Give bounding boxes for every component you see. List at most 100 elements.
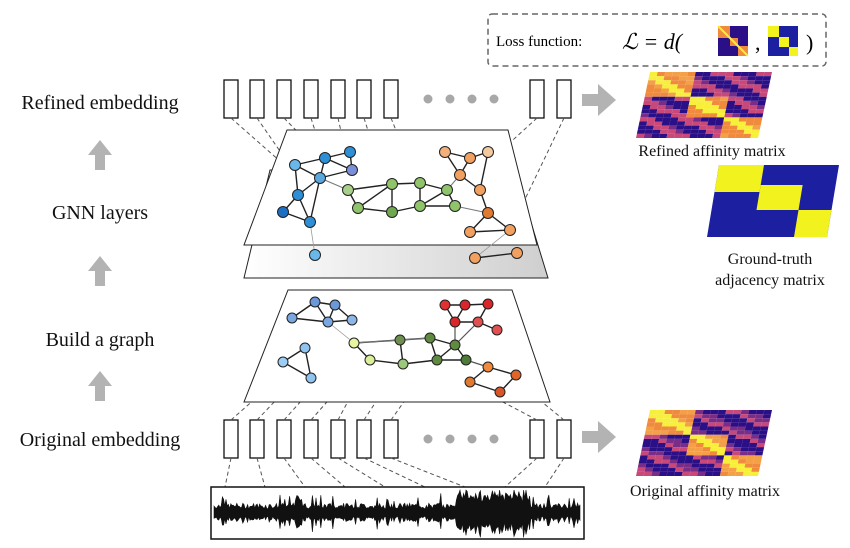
label-build-graph: Build a graph [46,329,155,351]
matrix-cell [678,451,687,456]
matrix-cell [689,133,698,138]
matrix-cell [694,72,704,77]
matrix-cell [644,92,654,97]
matrix-cell [689,471,698,476]
matrix-cell [755,72,765,77]
matrix-cell [750,471,759,476]
matrix-cell [756,105,765,110]
label-refined-embedding: Refined embedding [21,92,178,114]
matrix-cell [660,430,669,435]
matrix-cell [727,471,736,476]
matrix-cell [636,471,645,476]
matrix-cell [729,426,738,431]
matrix-cell [718,105,727,110]
matrix-cell [713,129,722,134]
matrix-cell [750,96,760,101]
matrix-cell [755,414,764,419]
matrix-cell [647,418,656,423]
matrix-cell [748,72,757,77]
build-graph-plane [243,289,551,403]
matrix-cell [749,438,759,443]
graph-edge [309,177,321,223]
matrix-cell [677,117,687,122]
matrix-cell [650,438,660,443]
graph-node [346,164,358,176]
matrix-cell [669,459,678,464]
matrix-cell [715,422,724,427]
matrix-cell [711,438,721,443]
matrix-cell [740,410,750,415]
matrix-cell [675,467,684,472]
matrix-cell [742,100,751,105]
matrix-cell [702,410,711,415]
graph-node [342,184,354,196]
matrix-cell [693,80,702,85]
matrix-cell [699,426,708,431]
matrix-cell [684,459,693,464]
caption-ground-truth-line1: Ground-truth [728,251,812,268]
ellipsis-dot [489,94,499,104]
matrix-cell [694,414,703,419]
matrix-cell [735,96,744,101]
matrix-cell [672,105,682,110]
matrix-cell [760,422,770,427]
matrix-cell [732,447,742,452]
matrix-cell [742,438,751,443]
matrix-cell [659,467,669,472]
matrix-cell [702,109,711,114]
matrix-cell [666,434,676,439]
embedding-vector [556,419,572,459]
matrix-cell [708,418,717,423]
matrix-cell [719,471,729,476]
ellipsis-dot [423,94,433,104]
matrix-cell [699,88,708,93]
dashed-connector-line [544,457,565,488]
matrix-cell [733,410,742,415]
matrix-cell [749,100,759,105]
matrix-cell [747,76,756,81]
matrix-cell [668,88,677,93]
matrix-cell [721,463,731,468]
matrix-cell [753,459,762,464]
matrix-cell [719,100,728,105]
matrix-cell [758,96,767,101]
matrix-cell [656,410,666,415]
graph-edge [479,151,489,191]
matrix-cell [682,467,692,472]
matrix-cell [736,463,746,468]
matrix-cell [762,414,772,419]
matrix-cell [645,463,654,468]
matrix-cell [648,414,657,419]
caption-original-matrix: Original affinity matrix [630,483,780,500]
matrix-cell [655,76,665,81]
graph-node [424,332,436,344]
matrix-cell [713,467,722,472]
matrix-cell [739,451,748,456]
matrix-cell [754,113,764,118]
matrix-cell [721,125,731,130]
matrix-cell [676,459,686,464]
graph-edge [353,337,431,344]
graph-node [474,184,486,196]
matrix-cell [727,96,737,101]
graph-node [386,178,398,190]
graph-node [472,316,484,328]
matrix-cell [676,121,686,126]
matrix-cell [662,455,671,460]
matrix-cell [683,426,693,431]
matrix-cell [663,76,672,81]
matrix-cell [676,88,685,93]
matrix-cell [725,410,734,415]
matrix-cell [703,443,712,448]
matrix-cell [723,80,733,85]
matrix-cell [721,426,731,431]
matrix-cell [723,418,733,423]
matrix-cell [738,455,748,460]
matrix-cell [647,80,656,85]
matrix-cell [713,430,722,435]
matrix-cell [704,471,714,476]
matrix-cell [638,121,648,126]
ellipsis-dot [423,434,433,444]
matrix-cell [670,113,680,118]
matrix-cell [659,434,668,439]
